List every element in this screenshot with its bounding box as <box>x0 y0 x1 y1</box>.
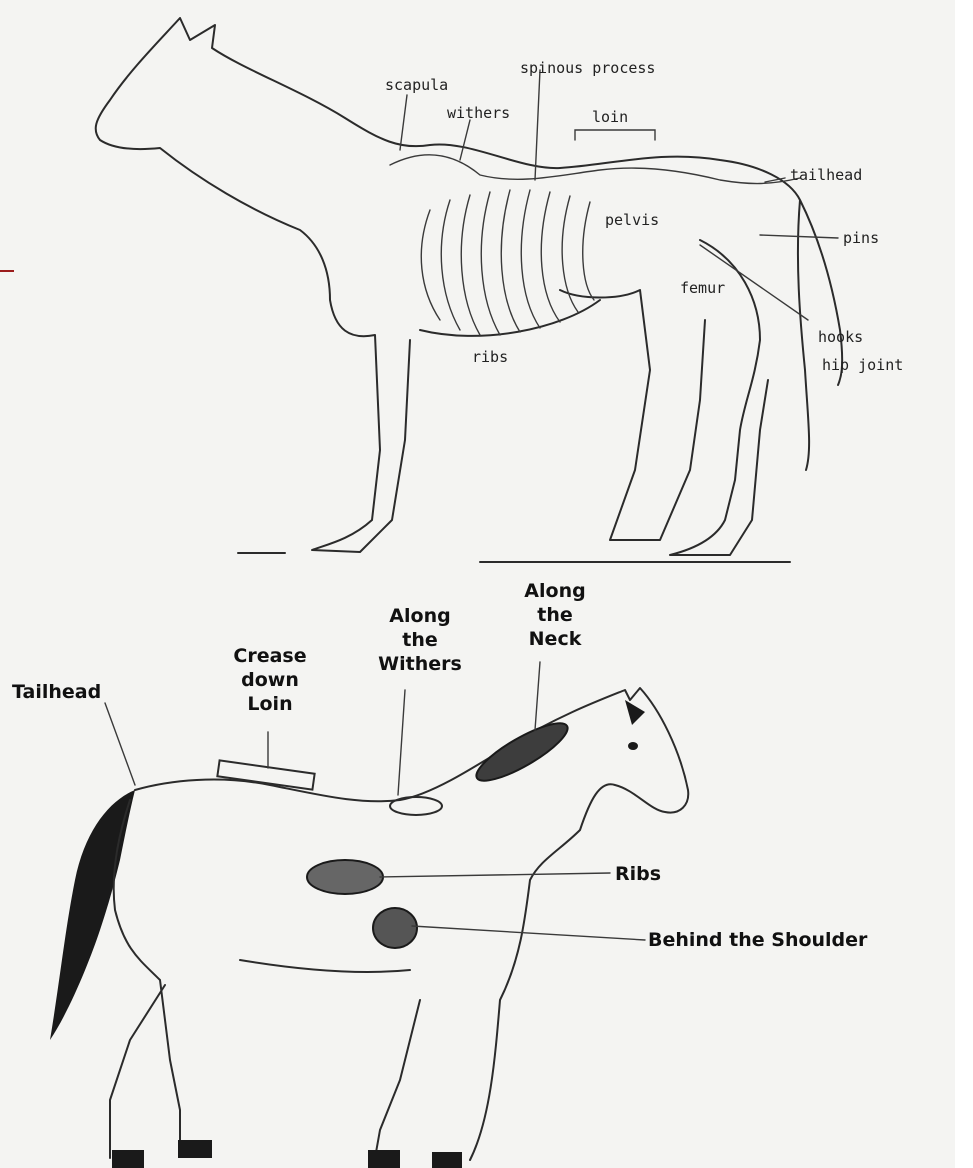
label-hip-joint: hip joint <box>822 356 903 374</box>
skeleton-horse: spinous process scapula withers loin tai… <box>96 18 904 562</box>
label-withers-line3: Withers <box>378 653 462 675</box>
hoof-rear-right <box>178 1140 212 1158</box>
label-neck-line1: Along <box>524 580 585 602</box>
label-femur: femur <box>680 279 725 297</box>
label-withers-line1: Along <box>389 605 450 627</box>
hoof-front-left <box>368 1150 400 1168</box>
neck-deposit <box>470 714 574 790</box>
label-loin: loin <box>592 108 628 126</box>
label-ribs-bold: Ribs <box>615 863 661 885</box>
label-crease-line1: Crease <box>233 645 306 667</box>
label-withers: withers <box>447 104 510 122</box>
horse-eye <box>628 742 638 750</box>
skeleton-horse-outline <box>96 18 842 555</box>
withers-deposit <box>390 797 442 815</box>
label-crease-line3: Loin <box>247 693 292 715</box>
label-pins: pins <box>843 229 879 247</box>
label-tailhead: tailhead <box>790 166 862 184</box>
label-withers-line2: the <box>402 629 438 651</box>
label-neck-line2: the <box>537 604 573 626</box>
hoof-front-right <box>432 1152 462 1168</box>
label-crease-line2: down <box>241 669 299 691</box>
label-scapula: scapula <box>385 76 448 94</box>
spine <box>390 155 800 184</box>
label-hooks: hooks <box>818 328 863 346</box>
label-tailhead-bold: Tailhead <box>12 681 101 703</box>
label-neck-line3: Neck <box>529 628 582 650</box>
label-ribs: ribs <box>472 348 508 366</box>
fat-deposit-horse: Tailhead Crease down Loin Along the With… <box>12 580 868 1168</box>
label-behind-shoulder: Behind the Shoulder <box>648 929 868 951</box>
behind-shoulder-deposit <box>373 908 417 948</box>
label-pelvis: pelvis <box>605 211 659 229</box>
horse-ear <box>625 700 645 725</box>
hoof-rear-left <box>112 1150 144 1168</box>
ribs-deposit <box>307 860 383 894</box>
ribcage-lines <box>421 190 594 335</box>
label-spinous-process: spinous process <box>520 59 655 77</box>
